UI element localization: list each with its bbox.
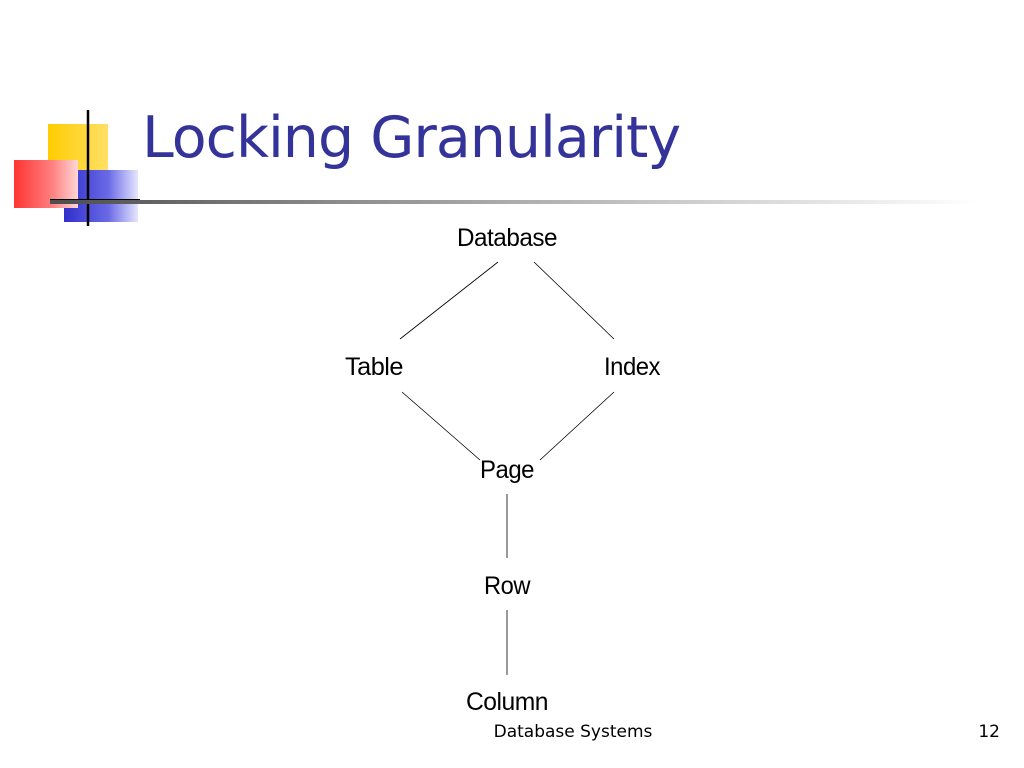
node-page: Page	[480, 456, 534, 484]
title-divider	[50, 200, 980, 204]
node-index: Index	[604, 353, 661, 381]
edge-database-table	[399, 261, 499, 340]
edge-database-index	[533, 261, 615, 340]
node-column: Column	[466, 688, 548, 716]
page-number: 12	[978, 722, 1000, 742]
edge-index-page	[539, 391, 615, 461]
node-row: Row	[484, 572, 531, 600]
node-table: Table	[345, 353, 403, 381]
slide-title: Locking Granularity	[142, 105, 681, 171]
edge-table-page	[401, 391, 481, 461]
slide-footer: Database Systems	[493, 722, 653, 742]
node-database: Database	[457, 224, 557, 252]
